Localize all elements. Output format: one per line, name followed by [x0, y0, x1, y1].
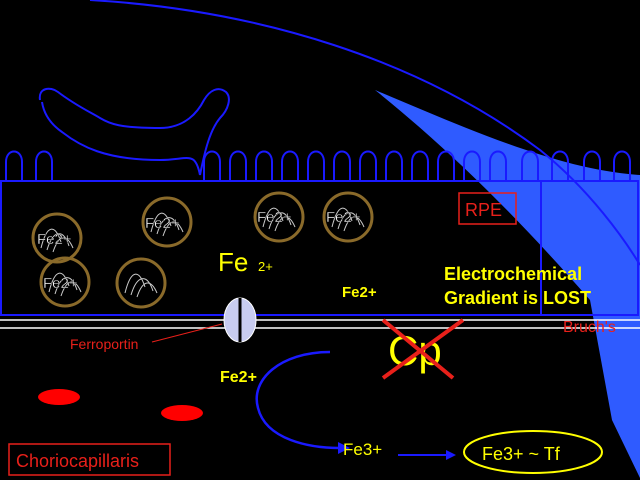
microvillus	[203, 150, 221, 181]
outer-arc	[89, 0, 640, 266]
microvillus	[521, 150, 539, 181]
microvillus	[255, 150, 273, 181]
microvillus	[551, 150, 569, 181]
microvillus	[437, 150, 455, 181]
vesicle-label: Fe2+	[37, 231, 72, 248]
fe-big-label: Fe	[218, 247, 248, 277]
cp-cross-2	[381, 318, 465, 380]
rpe-neighbor-outline	[540, 180, 639, 316]
vesicle: Fe2+	[322, 191, 374, 243]
rpe-label: RPE	[465, 200, 502, 220]
light-wedge	[375, 90, 640, 478]
vesicle-label: Fe2+	[326, 209, 361, 226]
microvillus	[281, 150, 299, 181]
choriocapillaris-label: Choriocapillaris	[16, 451, 139, 471]
microvillus	[411, 150, 429, 181]
choriocapillaris-box	[8, 443, 171, 476]
microvillus	[613, 150, 631, 181]
gradient-line-2: Gradient is LOST	[444, 288, 591, 308]
microvillus	[463, 150, 481, 181]
transferrin-ellipse	[463, 430, 603, 474]
vesicle: Fe2+	[31, 212, 83, 264]
vesicle: Fe2+	[39, 256, 91, 308]
bruchs-label: Bruch's	[563, 319, 616, 336]
fe2-cell-label: Fe2+	[342, 284, 377, 301]
rpe-label-box	[458, 192, 517, 225]
microvillus	[5, 150, 23, 181]
cp-cross-1	[381, 318, 455, 380]
microvillus	[385, 150, 403, 181]
microvillus	[229, 150, 247, 181]
microvillus	[359, 150, 377, 181]
red-blood-cell	[38, 389, 80, 405]
ferroportin-label: Ferroportin	[70, 336, 138, 352]
transferrin-arrowhead	[446, 450, 456, 460]
red-blood-cell	[161, 405, 203, 421]
vesicle-label: Fe2+	[43, 275, 78, 292]
vesicle-label: Fe2+	[257, 209, 292, 226]
microvillus	[35, 150, 53, 181]
microvillus	[333, 150, 351, 181]
ferroportin-pointer	[151, 323, 223, 343]
vesicle: Fe2+	[141, 196, 193, 248]
vesicle-label: Fe2+	[145, 215, 180, 232]
fe2-below-label: Fe2+	[220, 369, 257, 386]
outer-segment-shape	[38, 87, 230, 176]
microvillus	[489, 150, 507, 181]
apical-villi	[5, 150, 631, 181]
oxidation-arrowhead	[338, 442, 350, 454]
oxidation-arrow	[255, 350, 341, 450]
fe3-tf-label: Fe3+ ~ Tf	[482, 444, 561, 464]
vesicle	[115, 257, 167, 309]
microvillus	[307, 150, 325, 181]
fe-big-superscript: 2+	[258, 259, 273, 274]
microvillus	[583, 150, 601, 181]
vesicle: Fe2+	[253, 191, 305, 243]
fe3-label: Fe3+	[343, 440, 382, 459]
gradient-line-1: Electrochemical	[444, 264, 582, 284]
